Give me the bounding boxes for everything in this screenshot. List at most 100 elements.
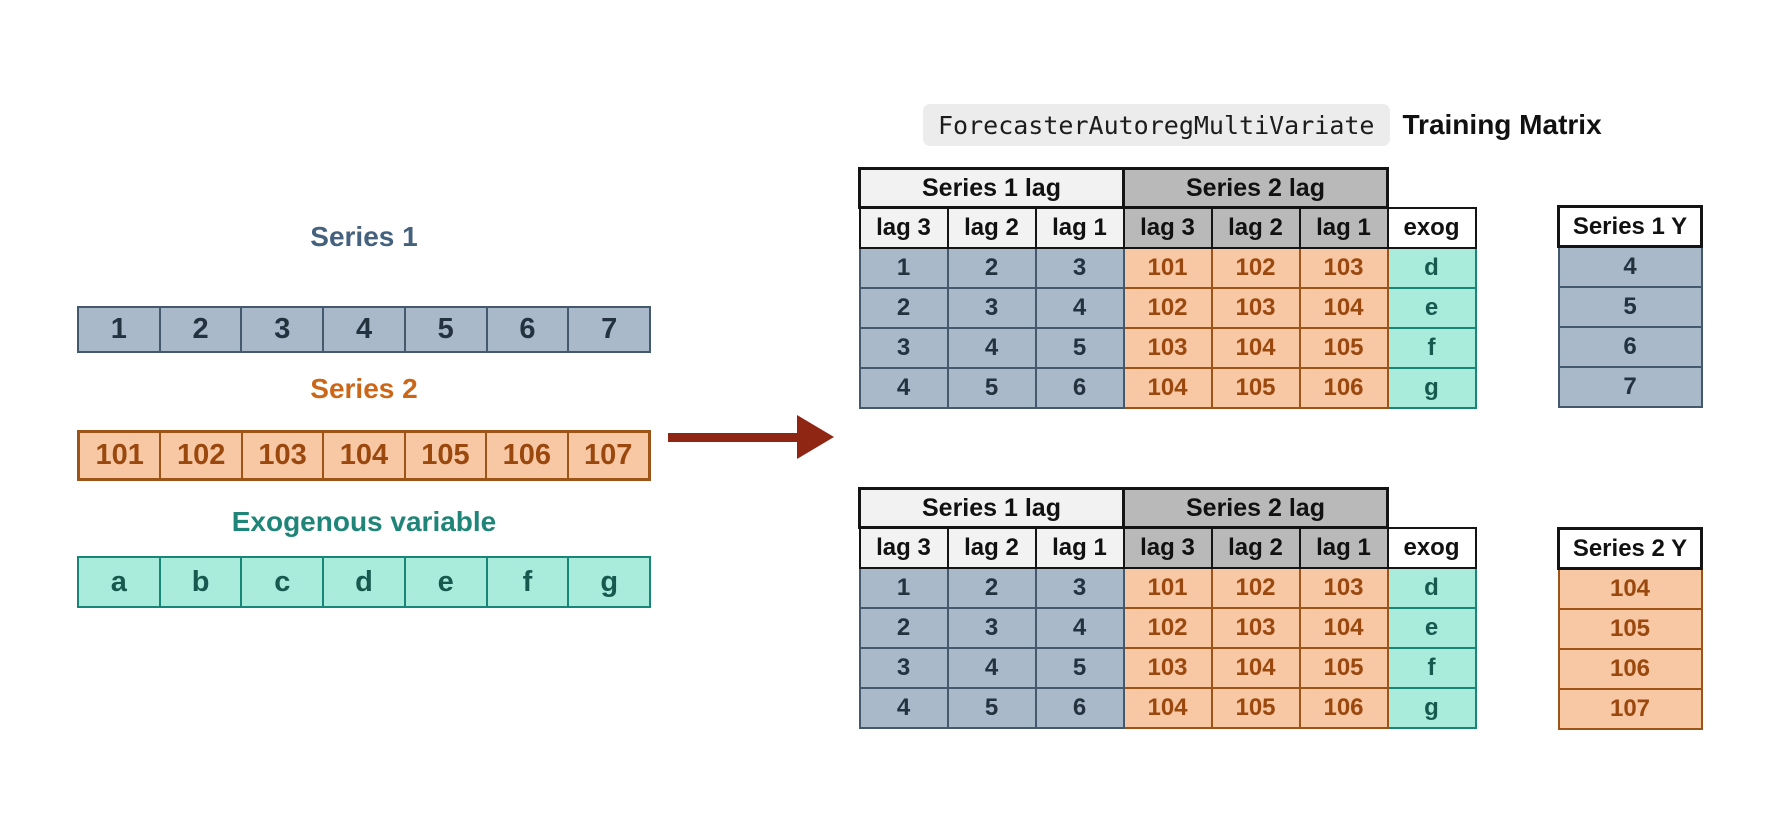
matrix-cell: 4 <box>946 646 1037 689</box>
matrix-cell: 4 <box>1034 286 1125 329</box>
matrix-cell: 3 <box>858 646 949 689</box>
col-header: lag 3 <box>1122 526 1213 569</box>
series2-row: 101 102 103 104 105 106 107 <box>77 430 651 481</box>
exogenous-row: a b c d e f g <box>77 556 651 608</box>
col-header: lag 2 <box>1210 206 1301 249</box>
matrix-cell: 104 <box>1122 366 1213 409</box>
matrix-cell: 101 <box>1122 566 1213 609</box>
matrix-cell: 103 <box>1122 646 1213 689</box>
series2-y-value: 105 <box>1557 607 1703 650</box>
matrix-row: 3 4 5 103 104 105 f <box>858 646 1477 689</box>
training-matrix-label: Training Matrix <box>1402 109 1602 140</box>
series1-value: 5 <box>403 308 486 351</box>
matrix-cell: 4 <box>858 366 949 409</box>
col-header: lag 1 <box>1298 206 1389 249</box>
series2-y-value: 106 <box>1557 647 1703 690</box>
matrix-cell: 4 <box>858 686 949 729</box>
exog-value: b <box>158 558 241 606</box>
matrix-row: 1 2 3 101 102 103 d <box>858 246 1477 289</box>
matrix-cell: 3 <box>858 326 949 369</box>
matrix-cell: 104 <box>1298 286 1389 329</box>
training-matrix-series2: Series 1 lag Series 2 lag lag 3 lag 2 la… <box>858 487 1477 729</box>
matrix-cell: f <box>1386 646 1477 689</box>
series2-value: 103 <box>240 433 322 478</box>
col-header: lag 2 <box>1210 526 1301 569</box>
series1-y-value: 7 <box>1557 365 1703 408</box>
col-header-exog: exog <box>1386 206 1477 249</box>
matrix-cell: 105 <box>1298 326 1389 369</box>
matrix-cell: 1 <box>858 246 949 289</box>
series2-value: 105 <box>403 433 485 478</box>
matrix-cell: 105 <box>1298 646 1389 689</box>
matrix-cell: 102 <box>1210 246 1301 289</box>
exog-value: c <box>240 558 322 606</box>
col-header: lag 3 <box>858 206 949 249</box>
arrow-shaft <box>668 433 800 442</box>
matrix-cell: f <box>1386 326 1477 369</box>
series2-y-table: Series 2 Y 104 105 106 107 <box>1557 527 1703 730</box>
series2-value: 106 <box>485 433 566 478</box>
matrix-cell: 4 <box>946 326 1037 369</box>
matrix-cell: 6 <box>1034 366 1125 409</box>
matrix-row: 4 5 6 104 105 106 g <box>858 686 1477 729</box>
matrix-cell: 4 <box>1034 606 1125 649</box>
matrix-cell: 5 <box>946 686 1037 729</box>
series1-y-value: 4 <box>1557 245 1703 288</box>
series1-value: 2 <box>158 308 241 351</box>
col-header: lag 1 <box>1034 206 1125 249</box>
matrix-row: 3 4 5 103 104 105 f <box>858 326 1477 369</box>
series2-lag-group-header: Series 2 lag <box>1122 167 1389 209</box>
series1-y-value: 6 <box>1557 325 1703 368</box>
series2-value: 104 <box>322 433 403 478</box>
matrix-cell: 102 <box>1122 286 1213 329</box>
matrix-cell: 3 <box>946 286 1037 329</box>
matrix-cell: g <box>1386 366 1477 409</box>
matrix-cell: 101 <box>1122 246 1213 289</box>
matrix-cell: 3 <box>1034 566 1125 609</box>
forecaster-code-chip: ForecasterAutoregMultiVariate <box>923 104 1390 146</box>
matrix-cell: e <box>1386 286 1477 329</box>
series1-y-table: Series 1 Y 4 5 6 7 <box>1557 205 1703 408</box>
series1-value: 4 <box>322 308 404 351</box>
series1-value: 6 <box>485 308 568 351</box>
col-header: lag 2 <box>946 526 1037 569</box>
matrix-cell: 3 <box>946 606 1037 649</box>
matrix-cell: 5 <box>946 366 1037 409</box>
matrix-cell: 102 <box>1122 606 1213 649</box>
matrix-cell: 3 <box>1034 246 1125 289</box>
matrix-cell: 104 <box>1210 646 1301 689</box>
exog-value: f <box>485 558 568 606</box>
heading: ForecasterAutoregMultiVariate Training M… <box>923 104 1602 146</box>
exogenous-title: Exogenous variable <box>231 506 497 537</box>
col-header: lag 1 <box>1298 526 1389 569</box>
col-header: lag 3 <box>858 526 949 569</box>
arrow-head <box>797 415 834 459</box>
exog-value: d <box>322 558 404 606</box>
matrix-cell: 102 <box>1210 566 1301 609</box>
series2-y-header: Series 2 Y <box>1557 527 1703 570</box>
series1-y-header: Series 1 Y <box>1557 205 1703 248</box>
matrix-cell: 104 <box>1210 326 1301 369</box>
matrix-row: 2 3 4 102 103 104 e <box>858 286 1477 329</box>
series2-value: 102 <box>159 433 240 478</box>
matrix-cell: 104 <box>1122 686 1213 729</box>
matrix-row: 1 2 3 101 102 103 d <box>858 566 1477 609</box>
empty-corner <box>1388 489 1476 528</box>
series2-value: 101 <box>95 439 144 471</box>
series1-row: 1 2 3 4 5 6 7 <box>77 306 651 353</box>
matrix-cell: 1 <box>858 566 949 609</box>
series1-title: Series 1 <box>310 221 418 252</box>
series1-lag-group-header: Series 1 lag <box>858 487 1125 529</box>
matrix-row: 2 3 4 102 103 104 e <box>858 606 1477 649</box>
matrix-cell: 6 <box>1034 686 1125 729</box>
matrix-cell: 106 <box>1298 366 1389 409</box>
series2-title: Series 2 <box>310 373 418 404</box>
matrix-cell: 106 <box>1298 686 1389 729</box>
col-header: lag 1 <box>1034 526 1125 569</box>
col-header-exog: exog <box>1386 526 1477 569</box>
column-header-row: lag 3 lag 2 lag 1 lag 3 lag 2 lag 1 exog <box>858 206 1477 249</box>
matrix-cell: 105 <box>1210 686 1301 729</box>
column-header-row: lag 3 lag 2 lag 1 lag 3 lag 2 lag 1 exog <box>858 526 1477 569</box>
exog-value: g <box>567 558 649 606</box>
